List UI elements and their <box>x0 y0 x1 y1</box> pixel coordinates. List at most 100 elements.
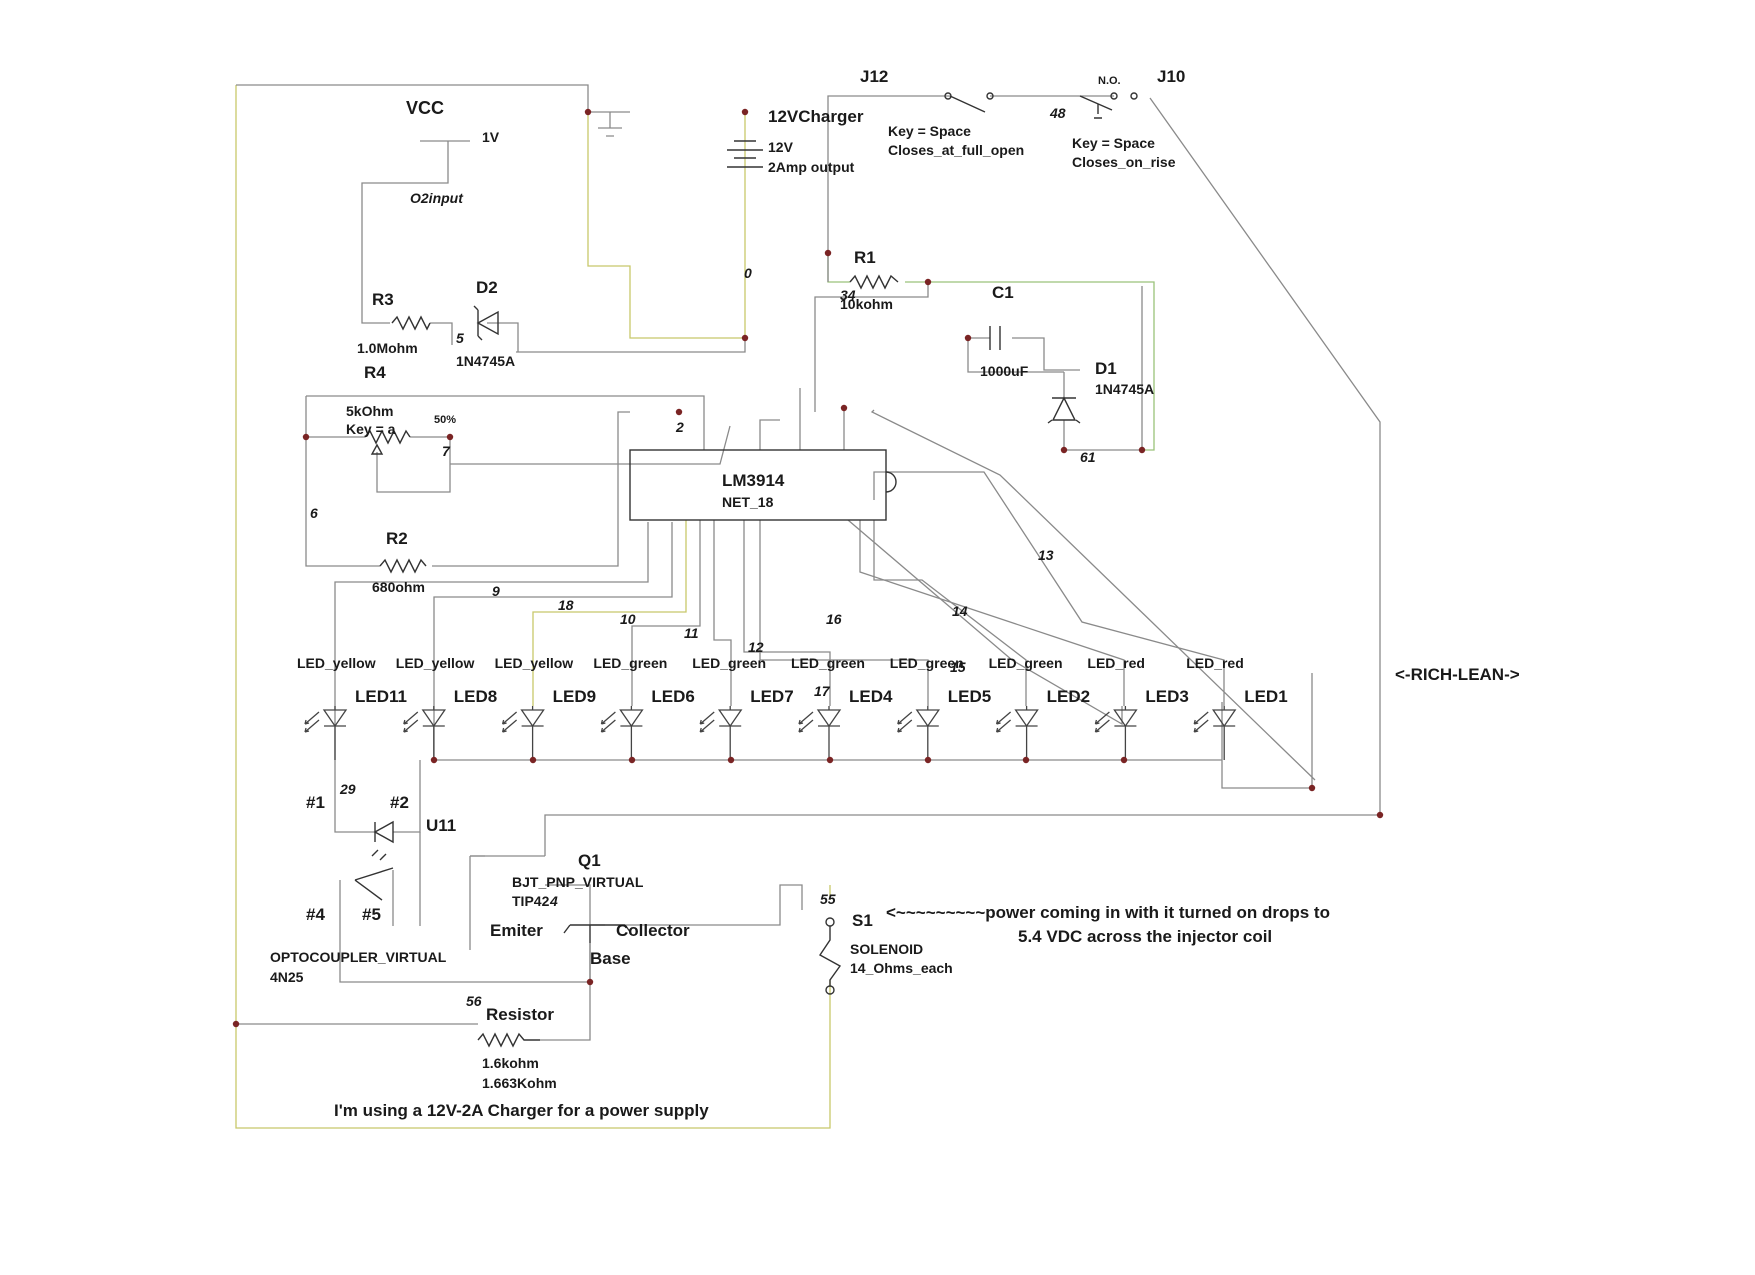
r4-key: Key = a <box>346 421 396 437</box>
opto-part: 4N25 <box>270 969 304 985</box>
j10-key: Key = Space <box>1072 135 1155 151</box>
c1-label: C1 <box>992 283 1014 302</box>
c1-value: 1000uF <box>980 363 1029 379</box>
led-type-label: LED_red <box>1087 655 1145 671</box>
solenoid-value: 14_Ohms_each <box>850 960 953 976</box>
j12-key: Key = Space <box>888 123 971 139</box>
wiper-arrow <box>370 443 384 455</box>
led-symbol <box>816 706 842 760</box>
led-symbol <box>1211 706 1237 760</box>
opto-label: OPTOCOUPLER_VIRTUAL <box>270 949 447 965</box>
ic-notch <box>885 471 897 493</box>
resistor-value1: 1.6kohm <box>482 1055 539 1071</box>
vcc-value: 1V <box>482 129 500 145</box>
light-rays-icon <box>699 711 715 733</box>
led-type-label: LED_green <box>989 655 1063 671</box>
light-rays-icon <box>995 711 1012 733</box>
opto-led-u11 <box>373 820 394 844</box>
emiter-label: Emiter <box>490 921 543 940</box>
led-type-label: LED_yellow <box>297 655 376 671</box>
led-symbol <box>1014 706 1039 760</box>
net-29: 29 <box>339 781 356 797</box>
r3-value: 1.0Mohm <box>357 340 418 356</box>
j10-no: N.O. <box>1098 75 1121 87</box>
pin1-label: #1 <box>306 793 325 812</box>
led-type-label: LED_green <box>692 655 766 671</box>
r4-label: R4 <box>364 363 386 382</box>
led-name-label: LED8 <box>454 687 497 706</box>
light-rays-icon <box>798 711 814 733</box>
switch-j12 <box>949 95 986 113</box>
resistor-label: Resistor <box>486 1005 554 1024</box>
net-2: 2 <box>675 419 684 435</box>
light-rays-icon <box>1094 711 1110 733</box>
u11-label: U11 <box>426 816 456 835</box>
light-rays-icon <box>304 711 320 733</box>
net-9: 9 <box>492 583 500 599</box>
junctions <box>232 108 1384 1028</box>
q1-label: Q1 <box>578 851 601 870</box>
collector-label: Collector <box>616 921 690 940</box>
light-rays-icon <box>897 711 913 733</box>
led-symbol <box>915 706 941 760</box>
light-rays-icon <box>403 711 419 733</box>
wires <box>235 84 1381 1129</box>
net-10: 10 <box>620 611 636 627</box>
net-numbers: 0 2 5 6 7 9 10 11 12 13 14 15 16 17 18 2… <box>310 105 1096 1009</box>
j12-desc: Closes_at_full_open <box>888 142 1024 158</box>
note-line2: 5.4 VDC across the injector coil <box>1018 927 1272 946</box>
footer-note: I'm using a 12V-2A Charger for a power s… <box>334 1101 709 1120</box>
phototransistor <box>354 849 394 901</box>
led-name-label: LED3 <box>1145 687 1188 706</box>
ic-body <box>629 449 887 521</box>
s1-label: S1 <box>852 911 873 930</box>
resistor-r3 <box>391 315 431 331</box>
ic-net: NET_18 <box>722 494 774 510</box>
resistor-value2: 1.663Kohm <box>482 1075 557 1091</box>
battery-symbol <box>727 140 763 168</box>
led-name-label: LED5 <box>948 687 991 706</box>
transistor-q1 <box>563 924 632 943</box>
q1-type: BJT_PNP_VIRTUAL <box>512 874 644 890</box>
led-array: LED_yellowLED11LED_yellowLED8LED_yellowL… <box>297 655 1288 760</box>
net-14: 14 <box>952 603 968 619</box>
pin4-label: #4 <box>306 905 325 924</box>
rich-lean-label: <-RICH-LEAN-> <box>1395 665 1520 684</box>
d1-value: 1N4745A <box>1095 381 1154 397</box>
solenoid-label: SOLENOID <box>850 941 923 957</box>
charger-amp: 2Amp output <box>768 159 855 175</box>
led-name-label: LED1 <box>1244 687 1287 706</box>
r1-label: R1 <box>854 248 876 267</box>
net-13: 13 <box>1038 547 1054 563</box>
charger-label: 12VCharger <box>768 107 864 126</box>
net-18: 18 <box>558 597 574 613</box>
led-type-label: LED_red <box>1186 655 1244 671</box>
led-symbol <box>717 706 743 760</box>
led-name-label: LED11 <box>355 687 407 706</box>
components <box>354 92 1138 1048</box>
led-type-label: LED_green <box>890 655 964 671</box>
net-11: 11 <box>684 625 699 641</box>
component-labels: VCC 1V O2input R3 1.0Mohm D2 1N4745A R4 … <box>270 67 1520 1120</box>
net-56: 56 <box>466 993 482 1009</box>
led-name-label: LED9 <box>553 687 596 706</box>
r4-percent: 50% <box>434 414 456 426</box>
led-symbol <box>421 706 447 760</box>
potentiometer-r4 <box>364 429 411 445</box>
j10-desc: Closes_on_rise <box>1072 154 1176 170</box>
led-type-label: LED_yellow <box>495 655 574 671</box>
net-48: 48 <box>1049 105 1066 121</box>
resistor-r1 <box>849 274 899 290</box>
led-symbol <box>322 706 348 760</box>
o2input-label: O2input <box>410 190 464 206</box>
net-55: 55 <box>820 891 836 907</box>
